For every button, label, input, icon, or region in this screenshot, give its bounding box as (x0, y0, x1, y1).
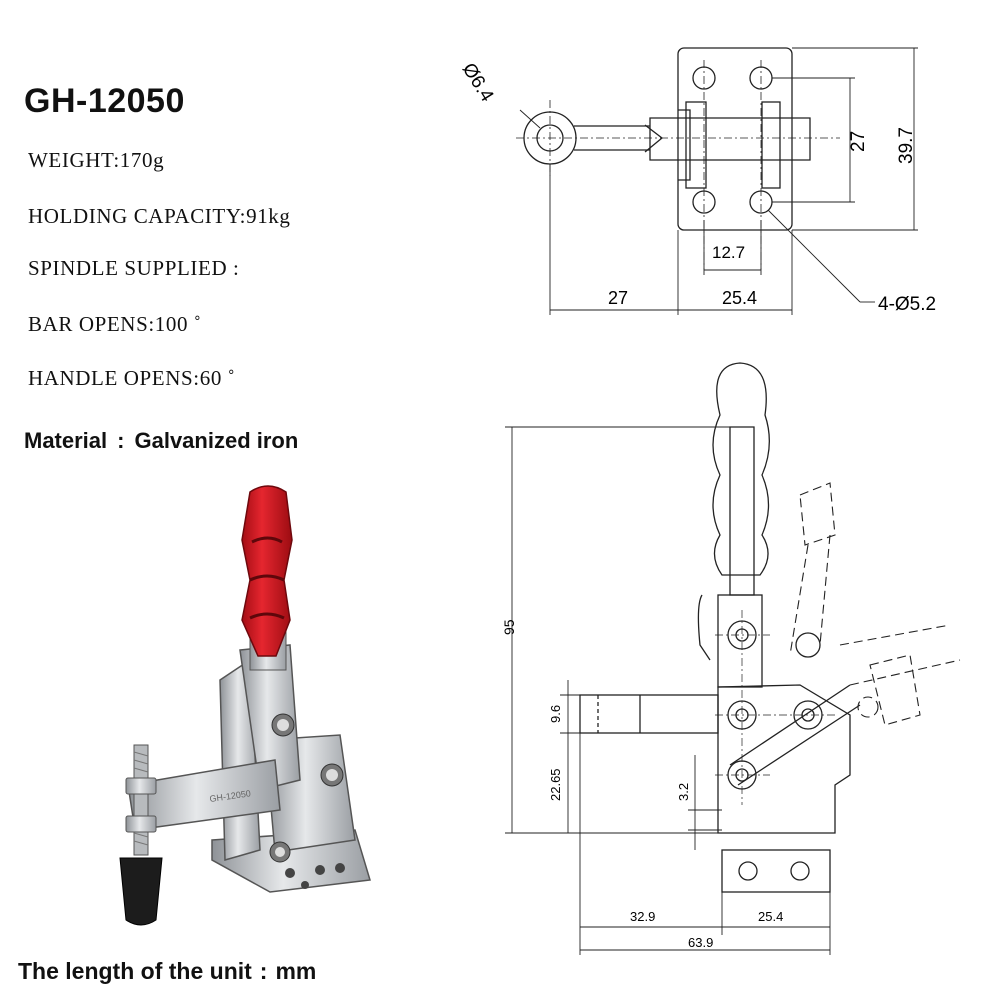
dim-3-2: 3.2 (676, 783, 691, 801)
hole-diameter-label: Ø6.4 (458, 60, 498, 106)
material-separator: : (117, 428, 125, 453)
dim-27-horizontal: 27 (608, 288, 628, 308)
spec-holding-capacity: HOLDING CAPACITY:91kg (28, 204, 291, 228)
dim-22-65: 22.65 (548, 768, 563, 801)
spec-spindle: SPINDLE SUPPLIED : (28, 256, 240, 280)
dim-25-4-top: 25.4 (722, 288, 757, 308)
model-title: GH-12050 (24, 82, 185, 120)
dim-27-vertical: 27 (848, 131, 869, 152)
dim-12-7: 12.7 (712, 243, 745, 262)
pad-holes-label: 4-Ø5.2 (878, 294, 936, 315)
unit-separator: : (259, 958, 268, 984)
material-line: Material: Galvanized iron (24, 428, 298, 454)
dim-95: 95 (501, 619, 517, 635)
material-label: Material (24, 428, 108, 453)
spec-bar-opens: BAR OPENS:100 ˚ (28, 312, 202, 336)
unit-label: The length of the unit (18, 958, 252, 984)
spec-weight: WEIGHT:170g (28, 148, 165, 172)
spec-handle-opens: HANDLE OPENS:60 ˚ (28, 366, 236, 390)
dim-32-9: 32.9 (630, 909, 655, 924)
toggle-clamp-photo: GH-12050 (119, 485, 371, 926)
material-value: Galvanized iron (134, 428, 299, 453)
unit-value: mm (275, 958, 317, 984)
dim-9-6: 9.6 (548, 705, 563, 723)
dim-39-7: 39.7 (896, 127, 917, 164)
top-view-drawing: 27 25.4 12.7 4-Ø5.2 27 39.7 Ø6.4 (458, 47, 936, 315)
dim-25-4-side: 25.4 (758, 909, 783, 924)
unit-note: The length of the unit: mm (18, 958, 316, 985)
side-view-drawing: 95 9.6 22.65 3.2 32.9 25.4 63.9 (501, 362, 961, 955)
dim-63-9: 63.9 (688, 935, 713, 950)
